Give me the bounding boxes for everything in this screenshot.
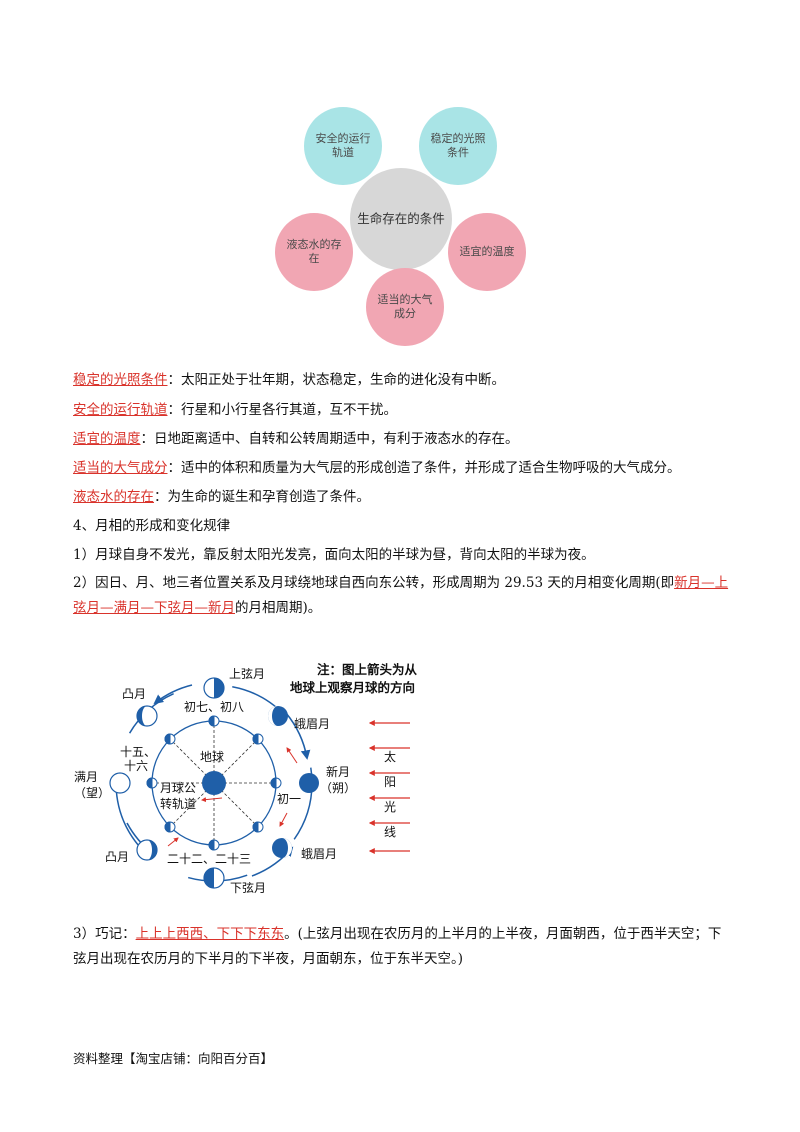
label-gibbous-lower: 凸月 — [105, 850, 129, 864]
earth-icon — [202, 771, 226, 795]
condition-term: 液态水的存在 — [73, 489, 154, 505]
condition-light: 稳定的光照条件：太阳正处于壮年期，状态稳定，生命的进化没有中断。 — [73, 371, 505, 389]
condition-desc: ：为生命的诞生和孕育创造了条件。 — [154, 489, 370, 505]
bubble-orbit: 安全的运行轨道 — [304, 107, 382, 185]
point-2-after: 的月相周期)。 — [235, 600, 322, 616]
condition-atmosphere: 适当的大气成分：适中的体积和质量为大气层的形成创造了条件，并形成了适合生物呼吸的… — [73, 459, 681, 477]
observation-arrows — [167, 747, 298, 847]
condition-water: 液态水的存在：为生命的诞生和孕育创造了条件。 — [73, 488, 370, 506]
sunlight-arrows — [368, 720, 410, 854]
diagram-note-1: 注：图上箭头为从 — [317, 662, 417, 677]
point-2-before: 2）因日、月、地三者位置关系及月球绕地球自西向东公转，形成周期为 29.53 天… — [73, 575, 675, 591]
diagram-note-2: 地球上观察月球的方向 — [290, 680, 415, 695]
label-sun-3: 光 — [384, 800, 396, 814]
point-3: 3）巧记：上上上西西、下下下东东。(上弦月出现在农历月的上半月的上半夜，月面朝西… — [73, 922, 733, 972]
label-first-quarter: 上弦月 — [229, 666, 265, 681]
phase-full-moon-icon — [109, 772, 131, 794]
condition-desc: ：太阳正处于壮年期，状态稳定，生命的进化没有中断。 — [167, 372, 506, 388]
section-heading: 4、月相的形成和变化规律 — [73, 518, 231, 534]
phase-first-quarter-icon — [203, 677, 225, 699]
label-new-moon-alt: （朔） — [320, 780, 356, 795]
label-first-quarter-days: 初七、初八 — [184, 700, 244, 714]
footer: 资料整理【淘宝店铺：向阳百分百】 — [73, 1051, 274, 1066]
label-sun-1: 太 — [384, 749, 396, 764]
phase-waning-crescent-icon — [272, 838, 292, 858]
condition-desc: ：行星和小行星各行其道，互不干扰。 — [167, 402, 398, 418]
phase-waxing-crescent-icon — [268, 706, 288, 726]
label-earth: 地球 — [200, 750, 224, 764]
bubble-temperature-label: 适宜的温度 — [459, 245, 515, 258]
bubble-atmosphere-label: 适当的大气成分 — [377, 293, 433, 320]
bubble-center: 生命存在的条件 — [350, 168, 452, 270]
label-orbit-2: 转轨道 — [160, 796, 196, 811]
moon-phase-diagram: 注：图上箭头为从 地球上观察月球的方向 上弦月 初七、初八 蛾眉月 新月 （朔）… — [74, 662, 417, 895]
phase-new-moon-icon — [299, 773, 319, 793]
point-1: 1）月球自身不发光，靠反射太阳光发亮，面向太阳的半球为昼，背向太阳的半球为夜。 — [73, 547, 595, 563]
orbit-moons — [146, 715, 282, 851]
bubble-orbit-label: 安全的运行轨道 — [315, 132, 371, 159]
condition-term: 适宜的温度 — [73, 431, 141, 447]
label-third-quarter: 下弦月 — [230, 880, 266, 895]
point-3-rest: 。(上弦月出现在农历月的上半月的上半夜，月面朝西，位于西半天空；下弦月出现在农历… — [73, 926, 722, 967]
bubble-temperature: 适宜的温度 — [448, 213, 526, 291]
bubble-light-label: 稳定的光照条件 — [430, 132, 486, 159]
bubble-center-label: 生命存在的条件 — [357, 211, 445, 226]
label-full-moon: 满月 — [74, 770, 98, 784]
point-3-highlight: 上上上西西、下下下东东 — [135, 926, 285, 942]
condition-term: 安全的运行轨道 — [73, 402, 168, 418]
phase-gibbous-lower-icon — [136, 839, 158, 861]
label-full-moon-alt: （望） — [74, 786, 110, 800]
bubble-water: 液态水的存在 — [275, 213, 353, 291]
label-sun-4: 线 — [384, 825, 396, 839]
point-3-prefix: 3）巧记： — [73, 926, 136, 942]
bubble-water-label: 液态水的存在 — [286, 238, 342, 265]
condition-desc: ：适中的体积和质量为大气层的形成创造了条件，并形成了适合生物呼吸的大气成分。 — [167, 460, 681, 476]
label-gibbous-upper: 凸月 — [122, 687, 146, 701]
label-waxing-crescent: 蛾眉月 — [294, 717, 330, 731]
bubble-light: 稳定的光照条件 — [419, 107, 497, 185]
condition-term: 稳定的光照条件 — [73, 372, 168, 388]
label-third-quarter-days: 二十二、二十三 — [167, 852, 251, 866]
point-2-highlight: 新月—上弦月—满月—下弦月—新月 — [73, 575, 729, 616]
phase-gibbous-upper-icon — [136, 705, 158, 727]
label-day-one: 初一 — [277, 792, 301, 806]
label-sun-2: 阳 — [384, 775, 396, 789]
label-full-days-1: 十五、 — [120, 745, 156, 759]
phase-third-quarter-icon — [203, 867, 225, 889]
bubble-atmosphere: 适当的大气成分 — [366, 268, 444, 346]
label-new-moon: 新月 — [326, 764, 350, 779]
condition-desc: ：日地距离适中、自转和公转周期适中，有利于液态水的存在。 — [140, 431, 519, 447]
point-2: 2）因日、月、地三者位置关系及月球绕地球自西向东公转，形成周期为 29.53 天… — [73, 571, 733, 621]
condition-orbit: 安全的运行轨道：行星和小行星各行其道，互不干扰。 — [73, 401, 397, 419]
label-orbit-1: 月球公 — [160, 781, 196, 795]
label-waning-crescent: 蛾眉月 — [301, 847, 337, 861]
label-full-days-2: 十六 — [124, 759, 148, 773]
condition-term: 适当的大气成分 — [73, 460, 168, 476]
condition-temperature: 适宜的温度：日地距离适中、自转和公转周期适中，有利于液态水的存在。 — [73, 430, 519, 448]
